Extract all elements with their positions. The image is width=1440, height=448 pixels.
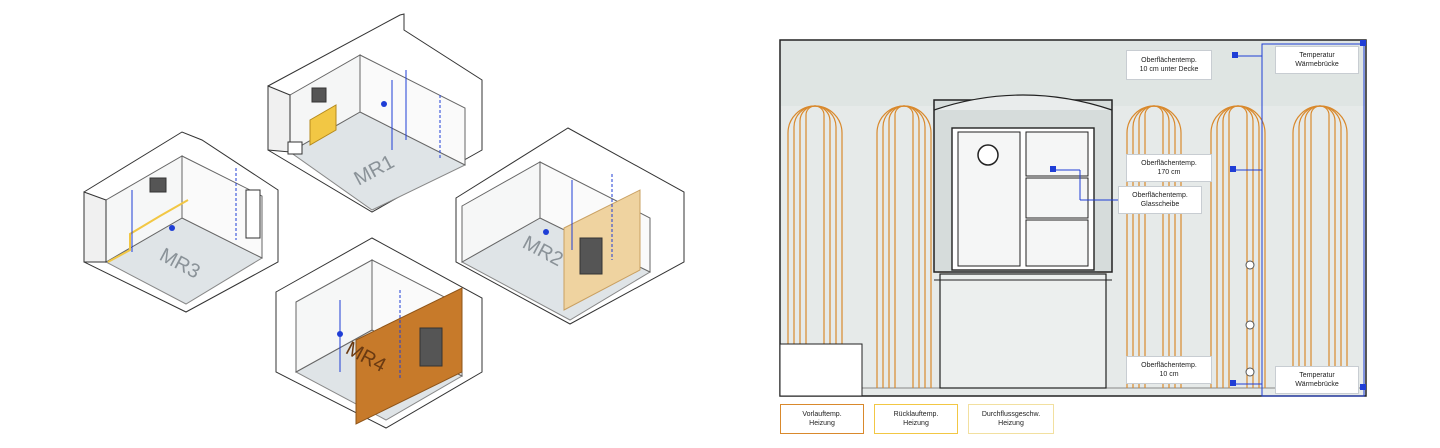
manifold-box: [779, 343, 863, 397]
thermal-bridge-frame: [1261, 43, 1365, 397]
room-mr3: [83, 131, 279, 313]
legend-supply-temp: Vorlauftemp. Heizung: [780, 404, 864, 434]
pipe-loop: [1144, 105, 1164, 388]
room-mr1: [267, 13, 483, 213]
pipe-loop: [894, 105, 914, 388]
room-mr2: [455, 127, 685, 325]
pipe-loop: [805, 105, 825, 388]
pipe-loop: [1310, 105, 1330, 388]
label-bridge-bottom: Temperatur Wärmebrücke: [1275, 366, 1359, 394]
label-mid-temp: Oberflächentemp. 170 cm: [1126, 154, 1212, 182]
label-floor-temp: Oberflächentemp. 10 cm: [1126, 356, 1212, 384]
room-mr4: [275, 237, 483, 429]
label-ceiling-temp: Oberflächentemp. 10 cm unter Decke: [1126, 50, 1212, 80]
sensor-circles: [1245, 260, 1255, 377]
legend-flow-speed: Durchflussgeschw. Heizung: [968, 404, 1054, 434]
window: [933, 94, 1113, 389]
pipe-loop: [1228, 105, 1248, 388]
label-bridge-top: Temperatur Wärmebrücke: [1275, 46, 1359, 74]
label-glass-temp: Oberflächentemp. Glasscheibe: [1118, 186, 1202, 214]
wall-elevation: [779, 39, 1367, 397]
legend-return-temp: Rücklauftemp. Heizung: [874, 404, 958, 434]
